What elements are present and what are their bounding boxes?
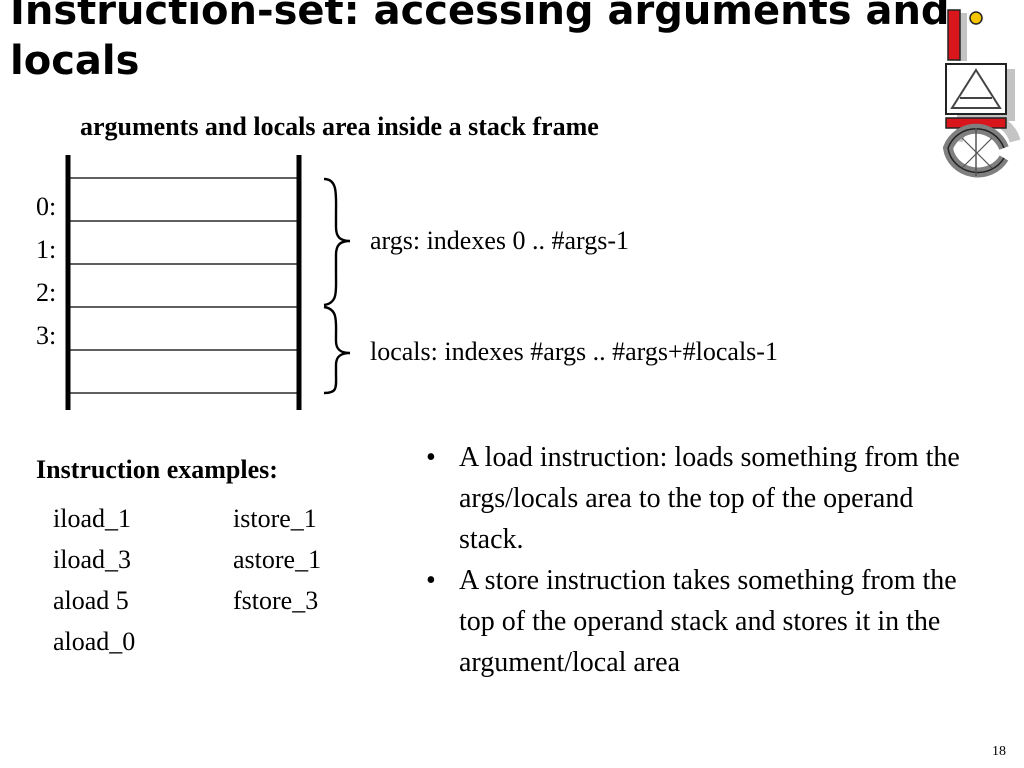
slot-index-label: 1: — [36, 235, 57, 264]
store-example: istore_1 — [233, 504, 317, 533]
stack-frame-caption: arguments and locals area inside a stack… — [80, 112, 599, 141]
bullet-text: A store instruction takes something from… — [459, 565, 957, 678]
load-example: iload_3 — [53, 545, 131, 574]
slot-index-label: 3: — [36, 321, 57, 350]
stack-frame-diagram — [65, 155, 302, 410]
examples-heading: Instruction examples: — [36, 455, 278, 484]
store-example: astore_1 — [233, 545, 322, 574]
load-example: iload_1 — [53, 504, 131, 533]
locals-range-label: locals: indexes #args .. #args+#locals-1 — [370, 337, 778, 366]
slot-index-label: 2: — [36, 278, 57, 307]
slide-title: Instruction-set: accessing arguments and… — [10, 0, 950, 84]
bullet-item: • A store instruction takes something fr… — [426, 560, 966, 683]
page-number: 18 — [992, 744, 1006, 759]
slot-index-label: 0: — [36, 192, 57, 221]
bullet-text: A load instruction: loads something from… — [459, 442, 960, 555]
store-example: fstore_3 — [233, 586, 319, 615]
bullet-dot-icon: • — [426, 442, 436, 473]
load-example: aload_0 — [53, 627, 136, 656]
university-logo-icon — [942, 9, 1021, 178]
load-example: aload 5 — [53, 586, 129, 615]
explanation-bullets: • A load instruction: loads something fr… — [426, 437, 966, 683]
bullet-dot-icon: • — [426, 565, 436, 596]
args-range-label: args: indexes 0 .. #args-1 — [370, 226, 629, 255]
curly-brace-icon — [323, 177, 351, 395]
instruction-examples: iload_1 istore_1 iload_3 astore_1 aload … — [53, 504, 373, 668]
bullet-item: • A load instruction: loads something fr… — [426, 437, 966, 560]
